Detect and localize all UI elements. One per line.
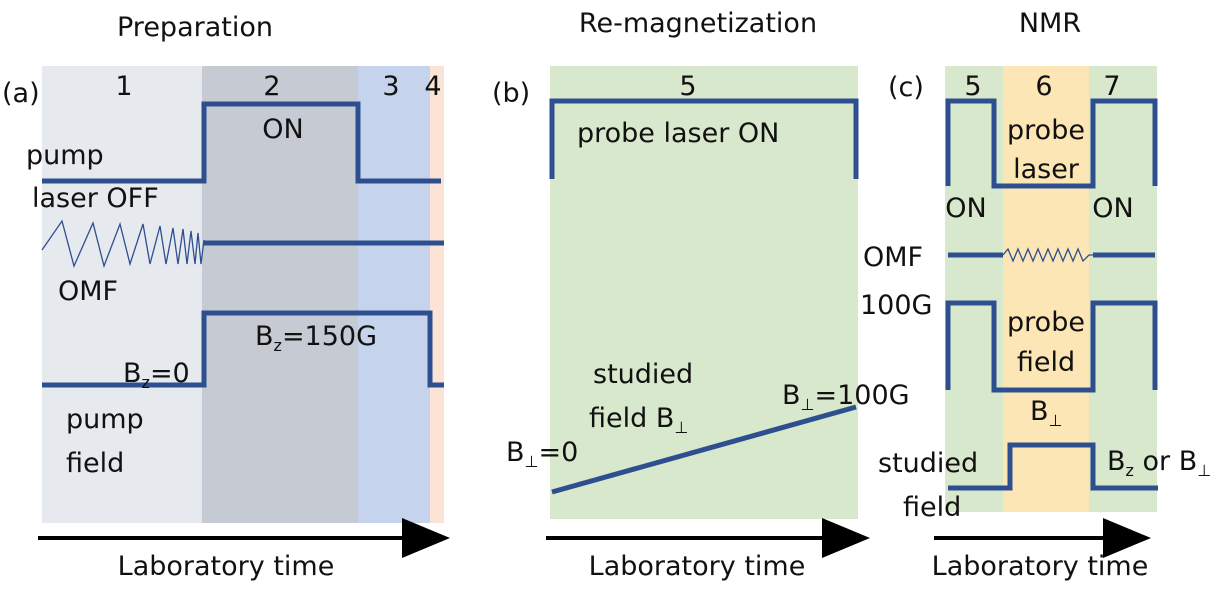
laser-off-label: laser OFF [32, 183, 159, 214]
probe-field-label-probe: probe [1007, 307, 1085, 338]
pump-label: pump [26, 140, 104, 171]
studied-field-trace-c [948, 442, 1158, 491]
omf-zigzag-trace [41, 219, 205, 269]
field-100g-label: 100G [860, 290, 932, 321]
stage-2-region [202, 66, 358, 523]
stage-6-region [1003, 66, 1089, 512]
omf-label-c: OMF [863, 242, 923, 273]
probe-laser-trace-c [945, 98, 1158, 189]
axis-label-c: Laboratory time [932, 551, 1149, 582]
stage-4-region [430, 66, 444, 523]
laser-label-c: laser [1013, 154, 1080, 185]
stage-number-2: 2 [263, 71, 280, 102]
pump-field-trace [42, 310, 444, 388]
bz-or-bperp-label: Bz or B⊥ [1107, 446, 1211, 480]
omf-label-a: OMF [58, 276, 118, 307]
header-nmr: NMR [1019, 8, 1081, 39]
panel-label-a: (a) [2, 78, 40, 109]
on-label-a: ON [262, 114, 303, 145]
pump-laser-trace [42, 101, 441, 184]
probe-field-label-field: field [1017, 347, 1075, 378]
header-remagnetization: Re-magnetization [579, 8, 817, 39]
on-label-c-right: ON [1092, 193, 1133, 224]
panel-label-b: (b) [492, 78, 530, 109]
bperp-zero-label: B⊥=0 [506, 437, 578, 471]
probe-laser-on-label: probe laser ON [577, 118, 779, 149]
stage-5-region-b [550, 66, 858, 519]
stage-number-6: 6 [1035, 71, 1052, 102]
probe-laser-trace-b [549, 98, 859, 179]
stage-number-3: 3 [382, 71, 399, 102]
stage-3-region [358, 66, 430, 523]
studied-label-b: studied [593, 359, 693, 390]
stage-number-4: 4 [424, 71, 441, 102]
studied-label-c: studied [878, 448, 978, 479]
field-label-c: field [903, 492, 961, 523]
header-preparation: Preparation [117, 12, 273, 43]
stage-number-7: 7 [1103, 71, 1120, 102]
stage-7-region [1089, 66, 1157, 512]
stage-number-5-c: 5 [964, 71, 981, 102]
probe-field-trace [945, 300, 1158, 393]
probe-label-c: probe [1007, 115, 1085, 146]
bperp-label-c: B⊥ [1030, 396, 1062, 430]
omf-trace-c-zigzag [1002, 247, 1093, 263]
stage-1-region [42, 66, 202, 523]
bz-zero-label: Bz=0 [123, 358, 190, 392]
pump-field-label-field: field [66, 448, 124, 479]
pump-field-label-pump: pump [66, 404, 144, 435]
field-bperp-label: field B⊥ [589, 403, 688, 437]
panel-label-c: (c) [888, 72, 924, 103]
bperp-100g-label: B⊥=100G [782, 380, 910, 414]
stage-number-5-b: 5 [679, 71, 696, 102]
bz-150g-label: Bz=150G [255, 321, 377, 355]
axis-label-b: Laboratory time [589, 551, 806, 582]
axis-label-a: Laboratory time [118, 551, 335, 582]
on-label-c-left: ON [945, 193, 986, 224]
stage-number-1: 1 [115, 71, 132, 102]
studied-field-ramp [551, 404, 857, 495]
